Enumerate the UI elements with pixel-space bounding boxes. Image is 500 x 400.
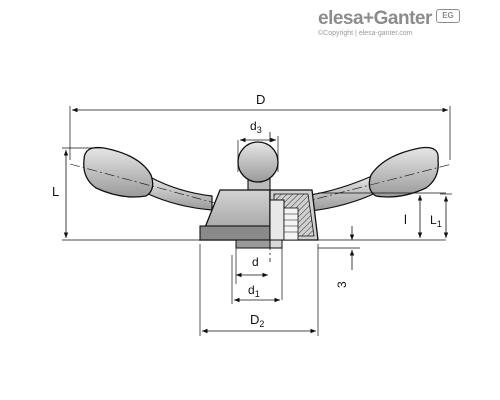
logo-badge: EG	[436, 9, 460, 23]
dimension-L1: L1	[430, 193, 452, 238]
dimension-d3: d3	[237, 119, 279, 172]
label-d1: d1	[248, 283, 260, 299]
label-d3: d3	[250, 119, 262, 135]
dimension-D: D	[69, 92, 451, 160]
label-d: d	[252, 255, 259, 269]
brand-logo: elesa+Ganter EG ©Copyright | elesa-gante…	[318, 8, 496, 42]
dimension-d: d	[235, 248, 283, 300]
label-D: D	[256, 92, 265, 107]
label-L: L	[52, 184, 59, 199]
dimension-3: 3	[318, 226, 360, 288]
right-wing	[299, 146, 453, 212]
top-knob	[237, 141, 279, 191]
copyright-text: ©Copyright | elesa-ganter.com	[318, 30, 413, 37]
dimension-d1: d1	[231, 255, 280, 304]
label-D2: D2	[250, 312, 264, 329]
dimension-l: l	[318, 192, 446, 241]
dimension-L: L	[52, 147, 200, 241]
left-wing	[69, 146, 216, 211]
hub-section	[269, 189, 319, 249]
label-L1: L1	[430, 213, 442, 229]
label-l: l	[404, 212, 407, 227]
logo-text: elesa+Ganter	[318, 8, 432, 29]
label-3: 3	[335, 281, 349, 288]
dimension-D2: D2	[199, 244, 319, 336]
